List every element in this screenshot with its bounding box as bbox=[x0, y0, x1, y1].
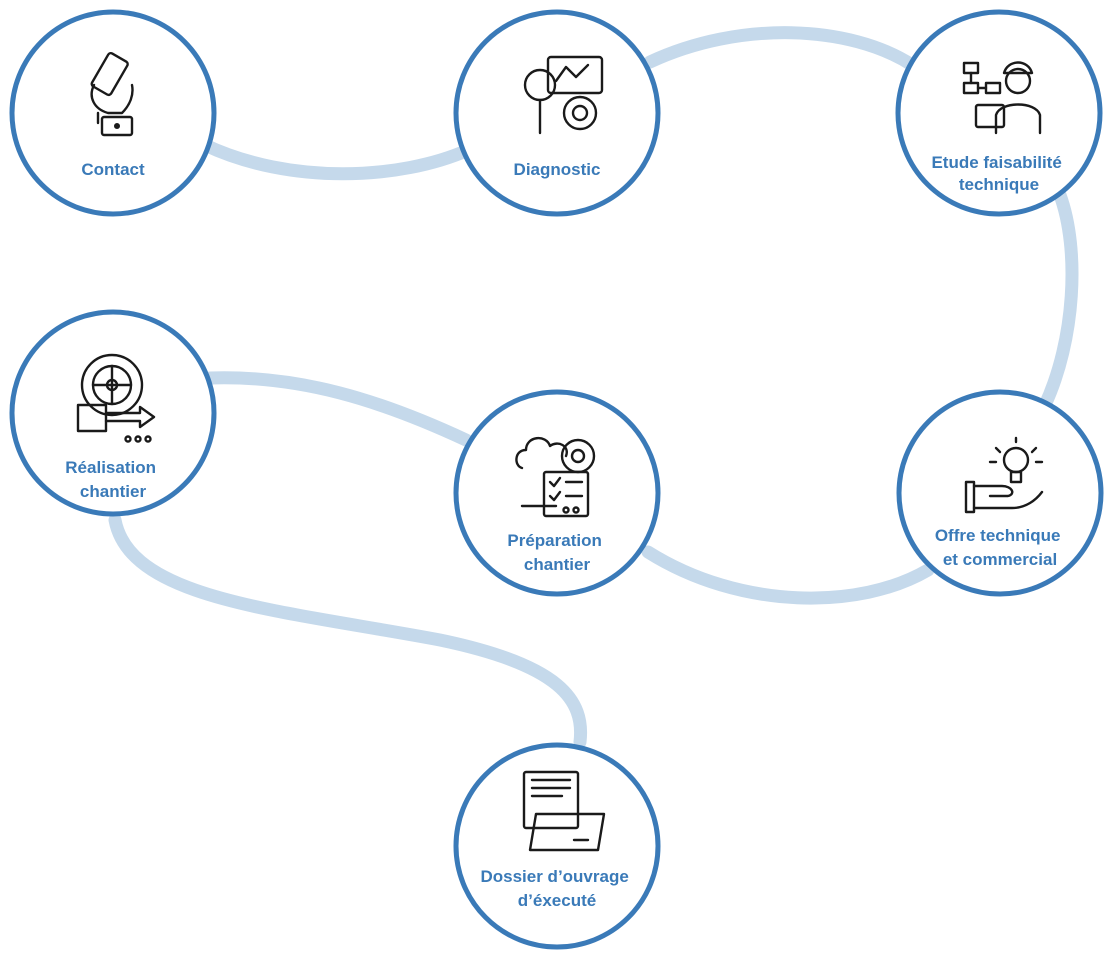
connectors bbox=[108, 26, 1079, 749]
svg-text:Offre technique et comme: Offre technique et commercial bbox=[935, 526, 1065, 569]
engineer-flowchart-icon bbox=[962, 61, 1042, 135]
step-etude: Etude faisabilité technique bbox=[895, 9, 1103, 217]
step-label-line-2: technique bbox=[959, 175, 1039, 194]
svg-text:Préparation chantier: Préparation chantier bbox=[507, 531, 606, 574]
connector-contact-diagnostic bbox=[198, 138, 475, 181]
svg-text:Etude faisabilité techni: Etude faisabilité technique bbox=[931, 153, 1066, 194]
svg-text:Diagnostic: Diagnostic bbox=[514, 160, 601, 179]
step-label-line-1: Dossier d’ouvrage bbox=[480, 867, 628, 886]
step-label-line-2: d’éxecuté bbox=[518, 891, 596, 910]
step-label-line-2: chantier bbox=[524, 555, 591, 574]
svg-text:Réalisation chantier: Réalisation chantier bbox=[65, 458, 160, 501]
step-realisation: Réalisation chantier bbox=[9, 309, 217, 517]
step-label-line-2: chantier bbox=[80, 482, 147, 501]
connector-realisation-dossier bbox=[108, 513, 588, 749]
connector-diagnostic-etude bbox=[643, 26, 919, 72]
step-circle bbox=[453, 9, 661, 217]
hand-lightbulb-icon bbox=[964, 436, 1044, 514]
step-label-line-2: et commercial bbox=[943, 550, 1057, 569]
step-diagnostic: Diagnostic bbox=[453, 9, 661, 217]
connector-etude-offre bbox=[1038, 188, 1079, 412]
step-offre: Offre technique et commercial bbox=[896, 389, 1104, 597]
magnifier-chart-gear-icon bbox=[523, 55, 604, 135]
step-preparation: Préparation chantier bbox=[453, 389, 661, 597]
gear-box-arrow-icon bbox=[76, 353, 156, 443]
step-label-line-1: Préparation bbox=[507, 531, 601, 550]
step-label-line-1: Etude faisabilité bbox=[931, 153, 1061, 172]
step-label: Contact bbox=[81, 160, 145, 179]
step-circle bbox=[453, 389, 661, 597]
step-label-line-1: Réalisation bbox=[65, 458, 156, 477]
step-contact: Contact bbox=[9, 9, 217, 217]
step-label: Diagnostic bbox=[514, 160, 601, 179]
step-circle bbox=[453, 742, 661, 950]
cloud-gear-checklist-icon bbox=[515, 437, 596, 518]
step-circle bbox=[896, 389, 1104, 597]
phone-in-hand-icon bbox=[90, 51, 134, 137]
connector-offre-preparation bbox=[641, 545, 935, 605]
step-label-line-1: Offre technique bbox=[935, 526, 1061, 545]
svg-text:Dossier d’ouvrage d’éxec: Dossier d’ouvrage d’éxecuté bbox=[480, 867, 633, 910]
step-circle bbox=[895, 9, 1103, 217]
folder-documents-icon bbox=[522, 770, 606, 852]
svg-text:Contact: Contact bbox=[81, 160, 145, 179]
connector-preparation-realisation bbox=[203, 371, 473, 447]
step-dossier: Dossier d’ouvrage d’éxecuté bbox=[453, 742, 661, 950]
